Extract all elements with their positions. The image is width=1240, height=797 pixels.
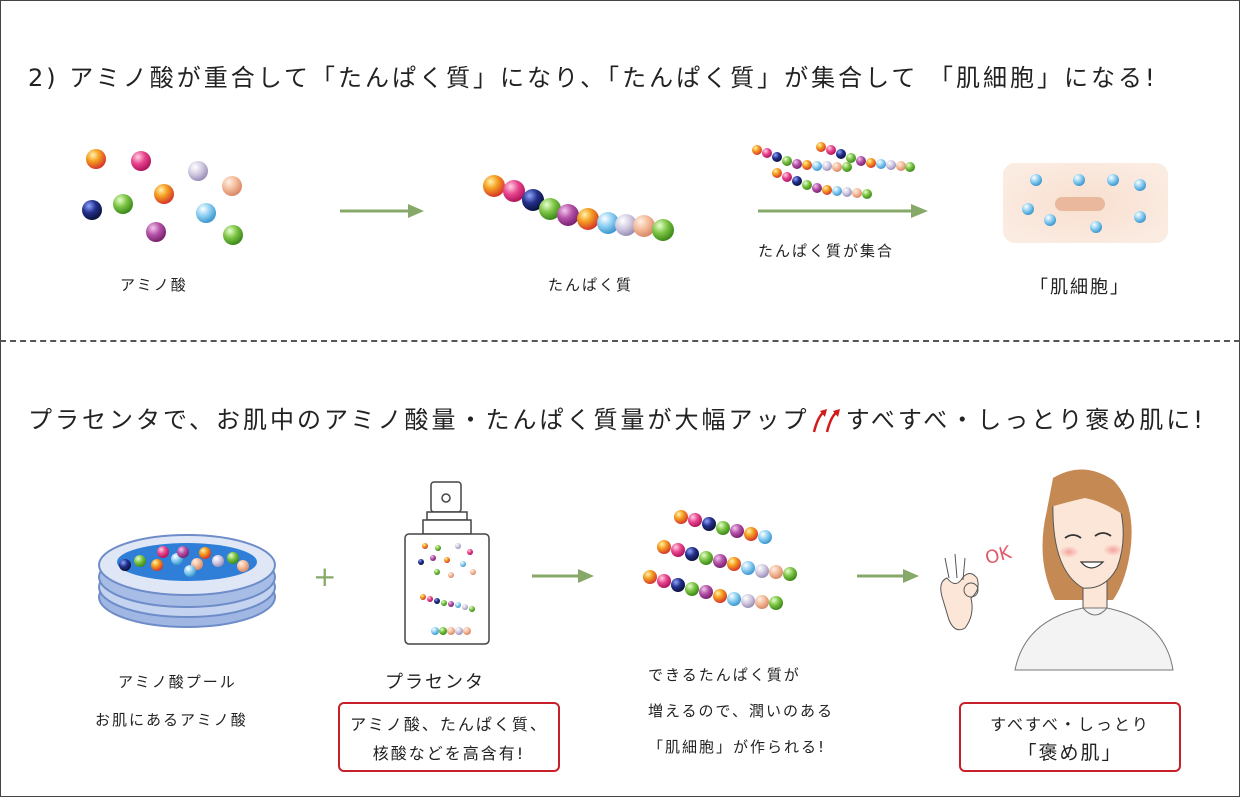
arrow-right-icon bbox=[857, 569, 919, 583]
result-line-3: 「肌細胞」が作られる! bbox=[648, 738, 827, 756]
amino-acid-pool-icon bbox=[98, 534, 276, 628]
protein-chain-icon bbox=[483, 175, 674, 241]
amino-acid-label: アミノ酸 bbox=[120, 276, 188, 294]
placenta-spray-bottle-icon bbox=[404, 481, 490, 645]
final-box-line-1: すべすべ・しっとり bbox=[990, 715, 1150, 734]
final-box-line-2: 「褒め肌」 bbox=[1017, 742, 1123, 764]
section2-heading-main: プラセンタで、お肌中のアミノ酸量・たんぱく質量が大幅アップ bbox=[28, 406, 810, 434]
placenta-label: プラセンタ bbox=[385, 672, 485, 693]
arrow-right-icon bbox=[758, 204, 928, 218]
placenta-info-box: アミノ酸、たんぱく質、 核酸などを高含有! bbox=[338, 702, 560, 772]
section2-heading: プラセンタで、お肌中のアミノ酸量・たんぱく質量が大幅アップ すべすべ・しっとり褒… bbox=[28, 400, 1206, 435]
protein-chains-assembled-icon bbox=[752, 142, 915, 199]
double-up-arrow-icon bbox=[812, 409, 840, 433]
result-line-2: 増えるので、潤いのある bbox=[648, 702, 834, 720]
placenta-box-line-2: 核酸などを高含有! bbox=[372, 744, 526, 763]
skin-cell-icon bbox=[1003, 163, 1168, 243]
smiling-woman-illustration: OK bbox=[940, 469, 1174, 671]
skin-cell-label: 「肌細胞」 bbox=[1030, 277, 1130, 298]
placenta-box-line-1: アミノ酸、たんぱく質、 bbox=[350, 715, 548, 734]
protein-assemble-label: たんぱく質が集合 bbox=[758, 242, 895, 260]
result-line-1: できるたんぱく質が bbox=[648, 666, 801, 684]
amino-pool-label: アミノ酸プール bbox=[118, 673, 237, 691]
section1-heading: 2) アミノ酸が重合して「たんぱく質」になり、「たんぱく質」が集合して 「肌細胞… bbox=[28, 64, 1158, 92]
protein-label: たんぱく質 bbox=[548, 276, 634, 294]
protein-chains-increased-icon bbox=[643, 510, 797, 610]
arrow-right-icon bbox=[532, 569, 594, 583]
amino-pool-sublabel: お肌にあるアミノ酸 bbox=[95, 711, 248, 729]
arrow-right-icon bbox=[340, 204, 424, 218]
section-divider bbox=[0, 340, 1240, 342]
section2-heading-tail: すべすべ・しっとり褒め肌に! bbox=[845, 406, 1206, 434]
amino-acid-beads-icon bbox=[82, 149, 243, 245]
final-result-box: すべすべ・しっとり 「褒め肌」 bbox=[959, 702, 1181, 772]
plus-sign: + bbox=[313, 560, 337, 593]
ok-text: OK bbox=[983, 542, 1015, 569]
